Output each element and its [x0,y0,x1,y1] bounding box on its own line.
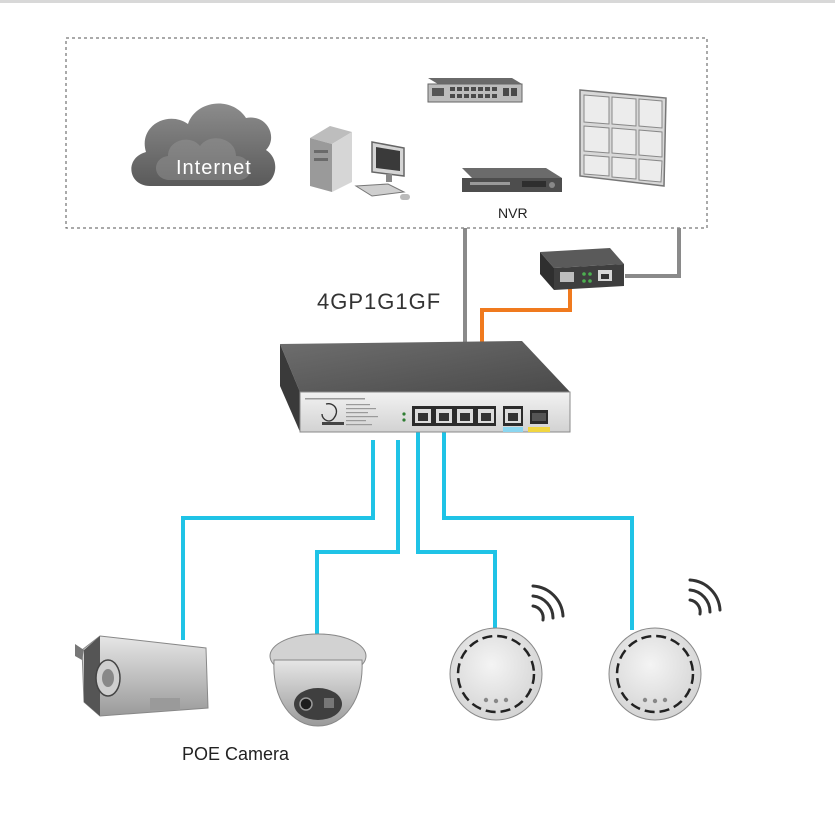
poe-switch [280,341,571,433]
media-converter-icon [540,248,624,290]
wifi-signal-icon [688,578,722,616]
wifi-access-point-icon [449,627,543,721]
poe-cables [181,430,634,640]
network-switch-icon [427,78,523,103]
bullet-camera-icon [75,635,209,717]
internet-label: Internet [176,157,252,179]
poe-ports [412,406,496,426]
poe-camera-label: POE Camera [182,744,290,764]
network-boundary [65,37,708,229]
desktop-computer-icon [310,126,410,200]
wifi-access-point-icon [608,627,702,721]
vendor-logo [321,403,344,425]
nvr-recorder-icon [462,168,562,192]
top-border [0,0,835,3]
cloud-icon [131,103,276,186]
uplink-port [503,406,523,432]
fiber-cable [480,288,572,345]
video-wall-icon [579,89,667,187]
uplink-cables [463,228,681,345]
wifi-signal-icon [531,584,565,622]
switch-model-label: 4GP1G1GF [317,289,442,314]
nvr-label: NVR [498,205,528,221]
dome-camera-icon [269,633,367,727]
sfp-port [528,410,550,432]
